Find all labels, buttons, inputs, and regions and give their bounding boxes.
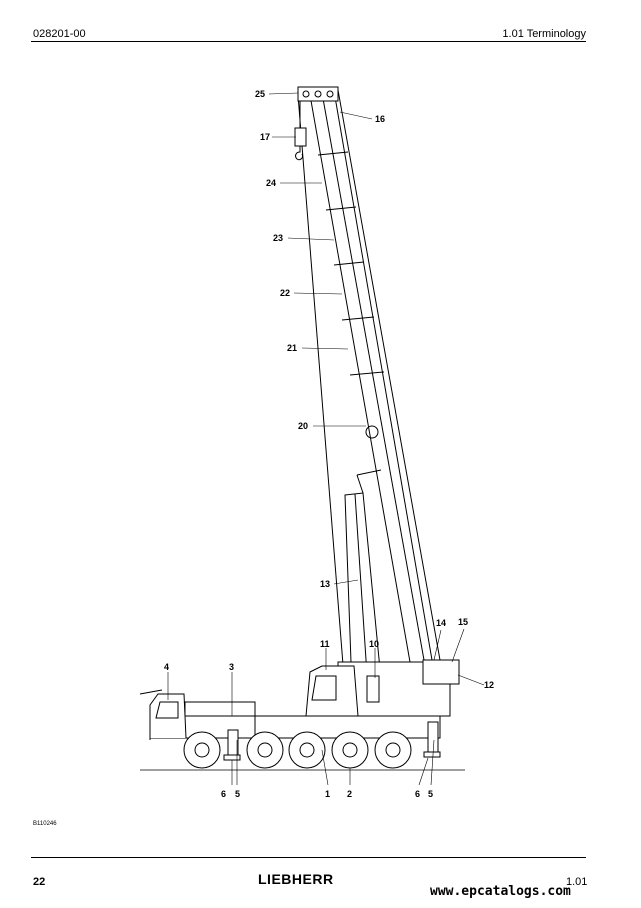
callout-5-right: 5: [428, 789, 433, 799]
callout-14: 14: [436, 618, 446, 628]
callout-16: 16: [375, 114, 385, 124]
callout-25: 25: [255, 89, 265, 99]
callout-15: 15: [458, 617, 468, 627]
callout-2: 2: [347, 789, 352, 799]
page-number: 22: [33, 876, 46, 888]
header-rule: [31, 41, 586, 42]
callout-12: 12: [484, 680, 494, 690]
watermark-url: www.epcatalogs.com: [430, 884, 571, 899]
callout-24: 24: [266, 178, 276, 188]
callout-21: 21: [287, 343, 297, 353]
callout-4: 4: [164, 662, 169, 672]
figure-code: B110246: [33, 821, 57, 827]
revision-number: 1.01: [566, 876, 588, 888]
callout-17: 17: [260, 132, 270, 142]
callout-3: 3: [229, 662, 234, 672]
section-title: 1.01 Terminology: [502, 28, 586, 40]
footer-rule: [31, 857, 586, 858]
callout-10: 10: [369, 639, 379, 649]
callout-20: 20: [298, 421, 308, 431]
callout-6-left: 6: [221, 789, 226, 799]
callout-13: 13: [320, 579, 330, 589]
callout-11: 11: [320, 639, 330, 649]
brand-logo: LIEBHERR: [258, 871, 334, 887]
document-number: 028201-00: [33, 28, 86, 40]
callout-22: 22: [280, 288, 290, 298]
callout-1: 1: [325, 789, 330, 799]
callout-23: 23: [273, 233, 283, 243]
callout-5-left: 5: [235, 789, 240, 799]
callout-6-right: 6: [415, 789, 420, 799]
